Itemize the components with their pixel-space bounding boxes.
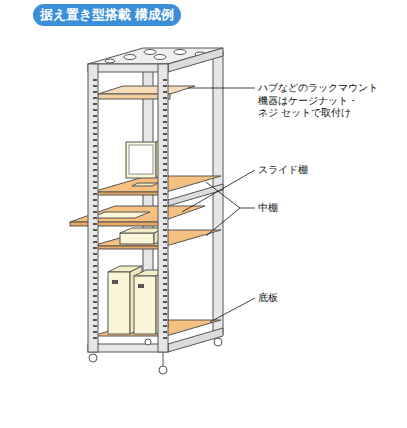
callout-label: 中棚 bbox=[258, 202, 348, 215]
caster bbox=[214, 338, 222, 346]
leader-lines bbox=[182, 88, 255, 322]
rack-post bbox=[88, 64, 98, 352]
monitor bbox=[126, 142, 156, 178]
tower-pc bbox=[108, 272, 130, 334]
caster bbox=[145, 339, 151, 345]
keyboard bbox=[90, 212, 150, 218]
hub-device bbox=[98, 86, 195, 94]
device-box bbox=[120, 233, 154, 244]
caster bbox=[89, 354, 97, 362]
title-banner: 据え置き型搭載 構成例 bbox=[33, 4, 181, 26]
callout-label: ハブなどのラックマウント 機器はケージナット・ネジ セットで取付け bbox=[258, 82, 362, 120]
callout-label: スライド棚 bbox=[258, 164, 348, 177]
tower-pc bbox=[134, 276, 156, 334]
caster bbox=[159, 366, 167, 374]
callout-label: 底板 bbox=[258, 292, 348, 305]
rack-post bbox=[158, 64, 168, 352]
